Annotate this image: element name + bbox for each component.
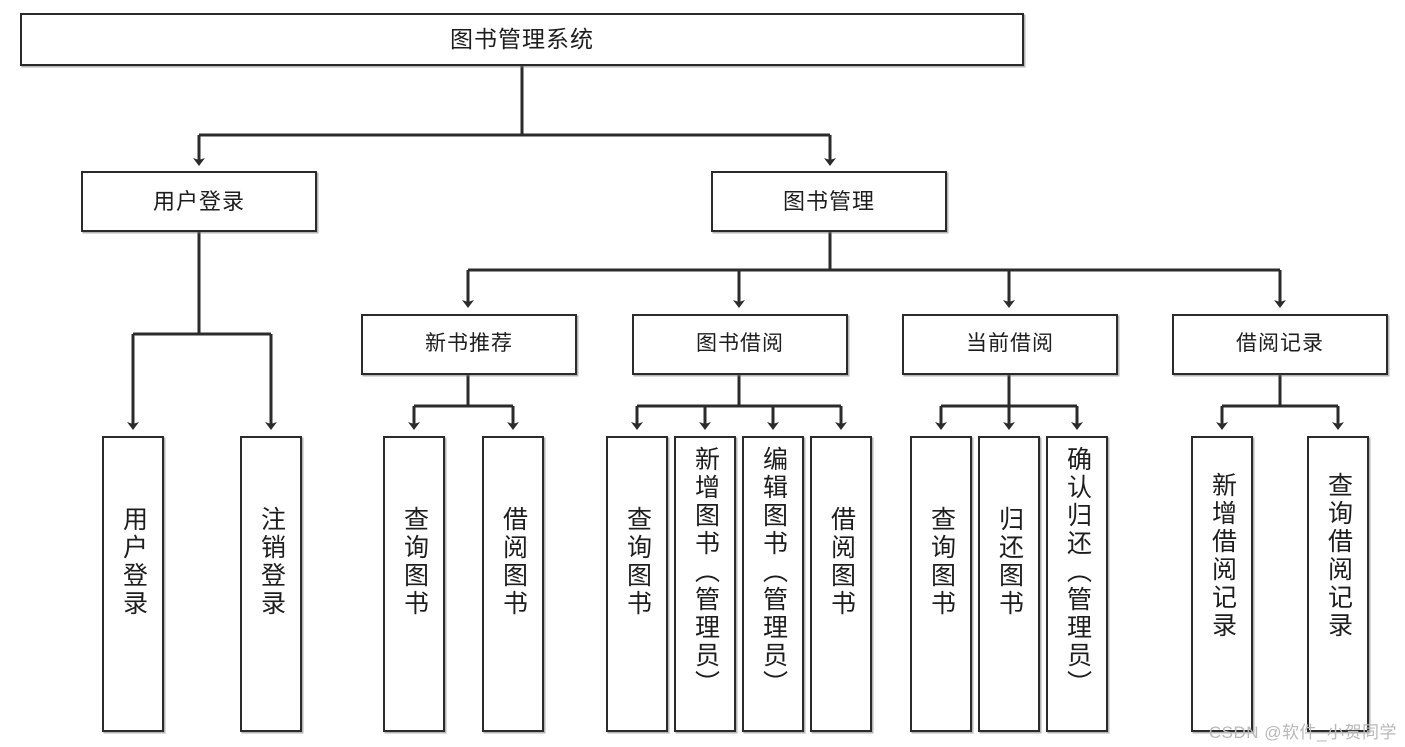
leaf-confirm-return-admin[interactable]: 确认归还（管理员） — [1046, 436, 1108, 732]
node-label: 查询图书 — [400, 506, 429, 618]
node-new-book-recommend[interactable]: 新书推荐 — [361, 314, 577, 375]
node-label: 借阅图书 — [827, 506, 856, 618]
node-label: 查询借阅记录 — [1324, 472, 1353, 640]
leaf-query-book-borrow[interactable]: 查询图书 — [606, 436, 668, 732]
node-label: 用户登录 — [152, 188, 245, 214]
leaf-query-book-recommend[interactable]: 查询图书 — [383, 436, 445, 732]
node-book-management[interactable]: 图书管理 — [711, 171, 947, 232]
node-label: 借阅记录 — [1236, 332, 1324, 356]
node-current-borrow[interactable]: 当前借阅 — [902, 314, 1118, 375]
leaf-add-borrow-record[interactable]: 新增借阅记录 — [1191, 436, 1253, 732]
leaf-add-book-admin[interactable]: 新增图书（管理员） — [674, 436, 736, 732]
node-label: 借阅图书 — [499, 506, 528, 618]
node-label: 用户登录 — [119, 506, 148, 618]
node-label: 图书管理系统 — [450, 26, 594, 53]
leaf-borrow-book[interactable]: 借阅图书 — [810, 436, 872, 732]
node-label: 查询图书 — [623, 506, 652, 618]
leaf-query-borrow-record[interactable]: 查询借阅记录 — [1307, 436, 1369, 732]
leaf-query-book-current[interactable]: 查询图书 — [910, 436, 972, 732]
node-label: 确认归还（管理员） — [1063, 446, 1092, 698]
leaf-user-login[interactable]: 用户登录 — [102, 436, 164, 732]
leaf-return-book[interactable]: 归还图书 — [978, 436, 1040, 732]
node-borrow-record[interactable]: 借阅记录 — [1172, 314, 1388, 375]
leaf-edit-book-admin[interactable]: 编辑图书（管理员） — [742, 436, 804, 732]
node-label: 新增借阅记录 — [1208, 472, 1237, 640]
leaf-logout[interactable]: 注销登录 — [240, 436, 302, 732]
node-label: 编辑图书（管理员） — [759, 446, 788, 698]
csdn-watermark: CSDN @软件_小贺同学 — [1208, 723, 1397, 742]
node-label: 查询图书 — [927, 506, 956, 618]
node-label: 归还图书 — [995, 506, 1024, 618]
node-root-book-management-system[interactable]: 图书管理系统 — [20, 13, 1024, 66]
node-user-login[interactable]: 用户登录 — [81, 171, 317, 232]
node-book-borrow[interactable]: 图书借阅 — [632, 314, 848, 375]
node-label: 新增图书（管理员） — [691, 446, 720, 698]
node-label: 注销登录 — [257, 506, 286, 618]
node-label: 图书管理 — [782, 188, 875, 214]
node-label: 新书推荐 — [425, 332, 513, 356]
leaf-borrow-book-recommend[interactable]: 借阅图书 — [482, 436, 544, 732]
node-label: 图书借阅 — [696, 332, 784, 356]
node-label: 当前借阅 — [966, 332, 1054, 356]
